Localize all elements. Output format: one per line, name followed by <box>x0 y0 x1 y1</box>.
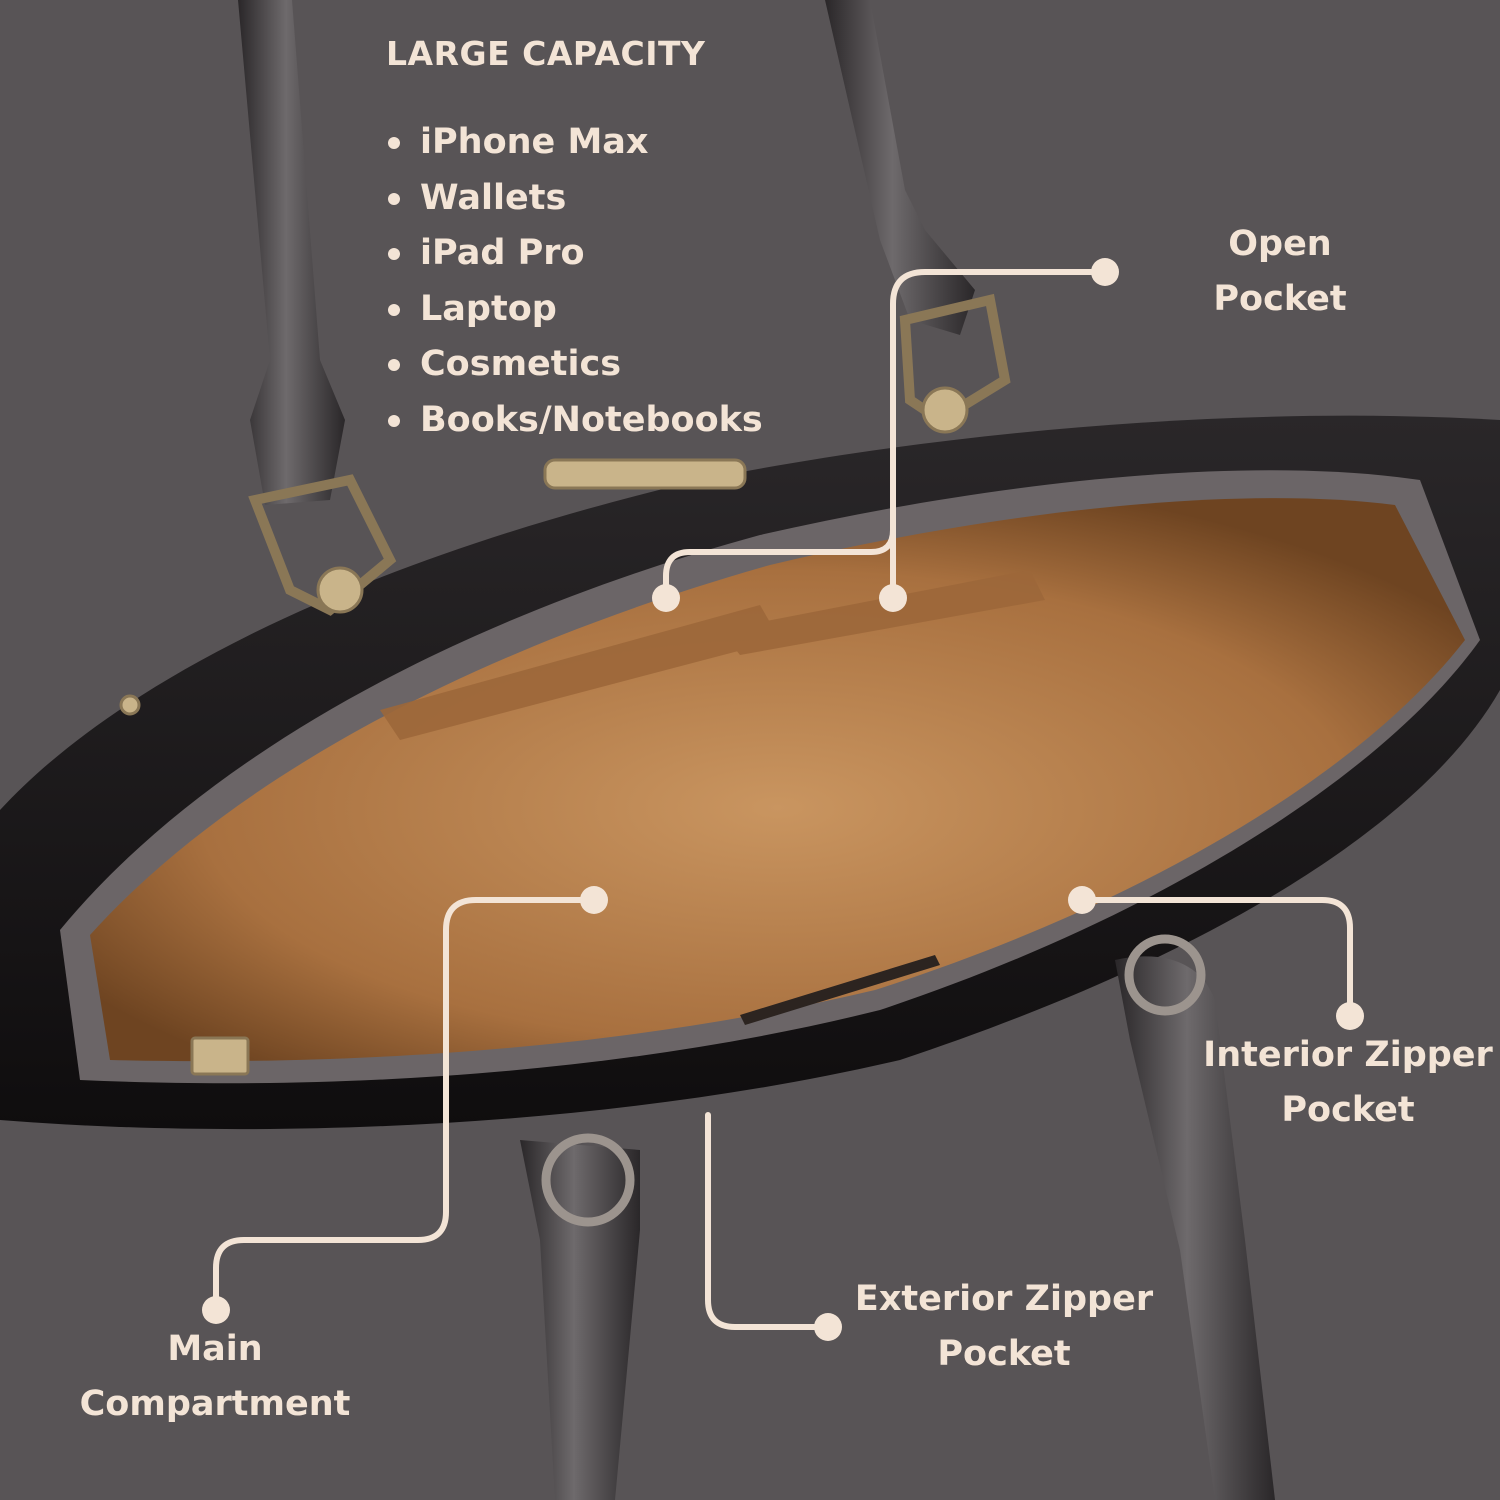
pocket-flaps <box>380 570 1045 740</box>
main-compartment-line2: Compartment <box>79 1384 351 1424</box>
main-compartment-leader <box>213 897 597 1313</box>
interior-zipper-leader <box>1079 897 1353 1019</box>
capacity-list: iPhone Max Wallets iPad Pro Laptop Cosme… <box>386 118 763 452</box>
exterior-zipper-pocket-label: Exterior Zipper Pocket <box>846 1272 1162 1382</box>
capacity-item: Wallets <box>386 174 763 230</box>
capacity-item: Cosmetics <box>386 340 763 396</box>
interior-zipper-line1: Interior Zipper <box>1203 1035 1493 1075</box>
metal-hardware <box>119 293 1011 1076</box>
open-pocket-line1: Open <box>1228 224 1332 264</box>
main-compartment-label: Main Compartment <box>40 1322 390 1432</box>
exterior-zipper-line2: Pocket <box>937 1334 1071 1374</box>
open-pocket-leader <box>663 269 1108 601</box>
open-pocket-label: Open Pocket <box>1180 217 1380 327</box>
capacity-item: Books/Notebooks <box>386 396 763 452</box>
open-pocket-line2: Pocket <box>1213 279 1347 319</box>
main-compartment-line1: Main <box>167 1329 263 1369</box>
interior-zipper-line2: Pocket <box>1281 1090 1415 1130</box>
capacity-item: iPad Pro <box>386 229 763 285</box>
exterior-zipper-leader <box>705 1112 831 1330</box>
upper-straps <box>238 0 975 505</box>
capacity-item: Laptop <box>386 285 763 341</box>
interior-zipper-pocket-label: Interior Zipper Pocket <box>1196 1028 1500 1138</box>
callout-dots <box>202 258 1364 1341</box>
callout-lines <box>213 269 1353 1330</box>
capacity-heading: LARGE CAPACITY <box>386 34 706 73</box>
interior-zipper-slot <box>740 955 940 1025</box>
bag-lining <box>90 498 1465 1062</box>
lower-straps <box>520 934 1275 1500</box>
exterior-zipper-line1: Exterior Zipper <box>854 1279 1154 1319</box>
capacity-item: iPhone Max <box>386 118 763 174</box>
